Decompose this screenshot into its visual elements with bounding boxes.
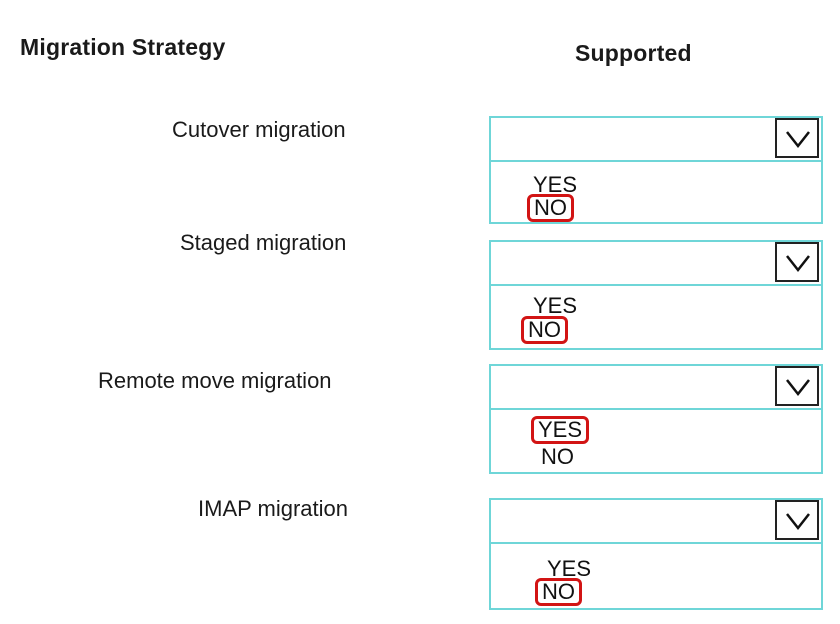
- chevron-down-icon: [786, 131, 810, 149]
- dropdown-cutover-selected[interactable]: [491, 118, 821, 162]
- chevron-down-icon: [786, 379, 810, 397]
- option-no[interactable]: NO: [541, 444, 574, 469]
- row-label-imap: IMAP migration: [198, 496, 348, 521]
- dropdown-remote-move-button[interactable]: [775, 366, 819, 406]
- dropdown-imap-selected[interactable]: [491, 500, 821, 544]
- dropdown-cutover-button[interactable]: [775, 118, 819, 158]
- row-label-cutover: Cutover migration: [172, 117, 346, 142]
- chevron-down-icon: [786, 255, 810, 273]
- dropdown-remote-move[interactable]: YES NO: [489, 364, 823, 474]
- migration-strategy-header: Migration Strategy: [20, 34, 226, 60]
- row-label-staged: Staged migration: [180, 230, 347, 255]
- dropdown-imap[interactable]: YES NO: [489, 498, 823, 610]
- option-yes-selected[interactable]: YES: [531, 416, 590, 444]
- option-yes[interactable]: YES: [547, 556, 592, 581]
- dropdown-staged-selected[interactable]: [491, 242, 821, 286]
- option-no-selected[interactable]: NO: [535, 578, 582, 606]
- option-yes[interactable]: YES: [533, 172, 578, 197]
- dropdown-staged-button[interactable]: [775, 242, 819, 282]
- dropdown-remote-move-selected[interactable]: [491, 366, 821, 410]
- dropdown-cutover[interactable]: YES NO: [489, 116, 823, 224]
- supported-header: Supported: [575, 40, 692, 66]
- option-no-selected[interactable]: NO: [527, 194, 574, 222]
- chevron-down-icon: [786, 513, 810, 531]
- row-label-remote-move: Remote move migration: [98, 368, 332, 393]
- dropdown-imap-button[interactable]: [775, 500, 819, 540]
- option-yes[interactable]: YES: [533, 293, 578, 318]
- option-no-selected[interactable]: NO: [521, 316, 568, 344]
- dropdown-staged[interactable]: YES NO: [489, 240, 823, 350]
